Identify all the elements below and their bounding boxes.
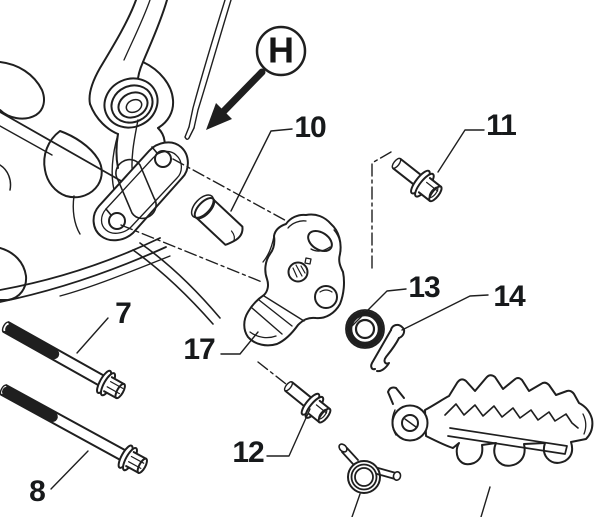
leader-spring (351, 493, 361, 517)
footpeg-mount-tab (387, 386, 405, 405)
h-circle (255, 25, 307, 77)
leader-12 (266, 408, 311, 457)
footrest-bracket-17 (243, 213, 345, 347)
callout-label-10: 10 (294, 111, 326, 144)
leader-8 (50, 450, 89, 490)
leader-10 (230, 128, 293, 212)
callout-label-8: 8 (29, 475, 46, 508)
frame-pivot-boss (103, 77, 159, 129)
cotter-pin-14 (370, 323, 406, 373)
leader-13 (347, 288, 407, 331)
return-spring (338, 443, 402, 494)
flange-bolt-11 (391, 157, 443, 203)
callout-label-12: 12 (232, 436, 264, 469)
view-label-h: H (268, 29, 294, 71)
callout-label-14: 14 (493, 280, 525, 313)
bolt-7 (1, 321, 126, 400)
leader-7 (76, 317, 109, 354)
callout-label-17: 17 (183, 333, 215, 366)
callout-label-7: 7 (115, 297, 132, 330)
frame-upper-bolt-hole (154, 150, 172, 168)
callout-label-11: 11 (486, 109, 517, 142)
leader-17 (220, 331, 259, 355)
bolt-8-threads (2, 386, 60, 424)
flange-bolt-12 (283, 381, 332, 424)
frame-assembly (0, 0, 232, 325)
view-callout-h (206, 25, 307, 130)
footpeg (387, 374, 594, 467)
bolt-8 (0, 384, 148, 474)
h-arrow-head (206, 103, 232, 130)
axis-bolt-12 (257, 361, 287, 385)
bracket-pivot-hole (287, 261, 309, 283)
callout-label-13: 13 (408, 271, 440, 304)
pivot-pin-10 (190, 194, 244, 246)
footpeg-crossbar (447, 427, 568, 455)
washer-13 (345, 309, 385, 349)
leader-11 (437, 129, 485, 173)
axis-lower-bolt (120, 224, 263, 283)
footpeg-inner-teeth (444, 403, 579, 429)
bolt-7-threads (5, 324, 60, 360)
leader-footpeg (480, 486, 491, 517)
leader-14 (401, 294, 489, 331)
axis-bolt-11 (371, 151, 392, 269)
bracket-boss (314, 285, 338, 309)
bracket-oval-hole (307, 229, 333, 253)
frame-lower-bolt-hole (108, 212, 126, 230)
h-arrow-shaft (220, 68, 266, 115)
leader-lines (50, 128, 491, 517)
frame-mount-plate (92, 141, 189, 242)
